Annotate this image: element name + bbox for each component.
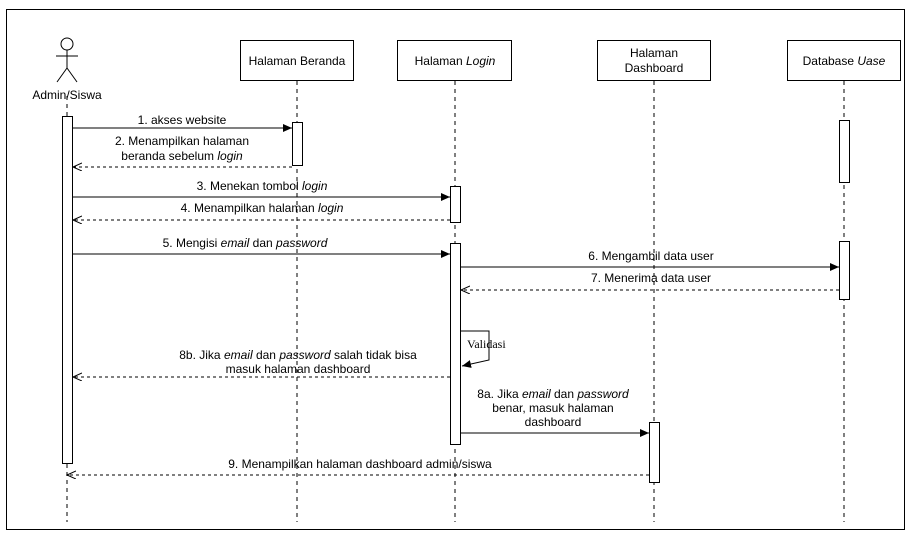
message-label-line: 9. Menampilkan halaman dashboard admin/s… <box>228 457 492 471</box>
message-label-line: dashboard <box>525 415 582 429</box>
message-label-line: benar, masuk halaman <box>492 401 613 415</box>
activation-actor <box>62 116 73 464</box>
activation-dashboard <box>649 422 660 483</box>
activation-database-1 <box>839 120 850 183</box>
actor-icon <box>56 37 78 83</box>
lifeline-box-database <box>787 40 901 81</box>
lifeline-box-dashboard <box>597 40 711 81</box>
lifeline-title-database: Database Uase <box>803 54 886 68</box>
message-6-label: 6. Mengambil data user <box>588 249 713 263</box>
message-label-line: masuk halaman dashboard <box>226 362 371 376</box>
message-5-label: 5. Mengisi email dan password <box>163 236 328 250</box>
message-9-label: 9. Menampilkan halaman dashboard admin/s… <box>228 457 492 471</box>
activation-login-2 <box>450 243 461 445</box>
lifeline-title-login: Halaman Login <box>415 54 496 68</box>
message-4-label: 4. Menampilkan halaman login <box>181 201 344 215</box>
activation-database-2 <box>839 241 850 300</box>
self-message-validasi-label: Validasi <box>467 337 506 351</box>
message-label-line: 8b. Jika email dan password salah tidak … <box>179 348 417 362</box>
lifeline-box-login <box>397 40 512 81</box>
lifeline-title-dashboard-2: Dashboard <box>625 61 684 75</box>
message-label-line: 6. Mengambil data user <box>588 249 713 263</box>
message-7-label: 7. Menerima data user <box>591 271 711 285</box>
message-3-label: 3. Menekan tombol login <box>197 179 328 193</box>
lifeline-box-beranda <box>240 40 354 81</box>
message-label-line: 7. Menerima data user <box>591 271 711 285</box>
self-message-validasi-arrow <box>461 330 490 368</box>
message-label-line: 8a. Jika email dan password <box>477 387 629 401</box>
message-label-line: 2. Menampilkan halaman <box>115 134 249 148</box>
message-label-line: 3. Menekan tombol login <box>197 179 328 193</box>
actor-label: Admin/Siswa <box>32 88 102 102</box>
message-8b-label: 8b. Jika email dan password salah tidak … <box>179 348 417 376</box>
message-label-line: 4. Menampilkan halaman login <box>181 201 344 215</box>
lifeline-title-dashboard-1: Halaman <box>630 46 678 60</box>
lifeline-title-beranda: Halaman Beranda <box>249 54 346 68</box>
message-label-line: beranda sebelum login <box>121 149 243 163</box>
message-label-line: 5. Mengisi email dan password <box>163 236 328 250</box>
activation-login-1 <box>450 186 461 223</box>
message-label-line: 1. akses website <box>138 113 227 127</box>
message-1-label: 1. akses website <box>138 113 227 127</box>
activation-beranda <box>292 122 303 166</box>
